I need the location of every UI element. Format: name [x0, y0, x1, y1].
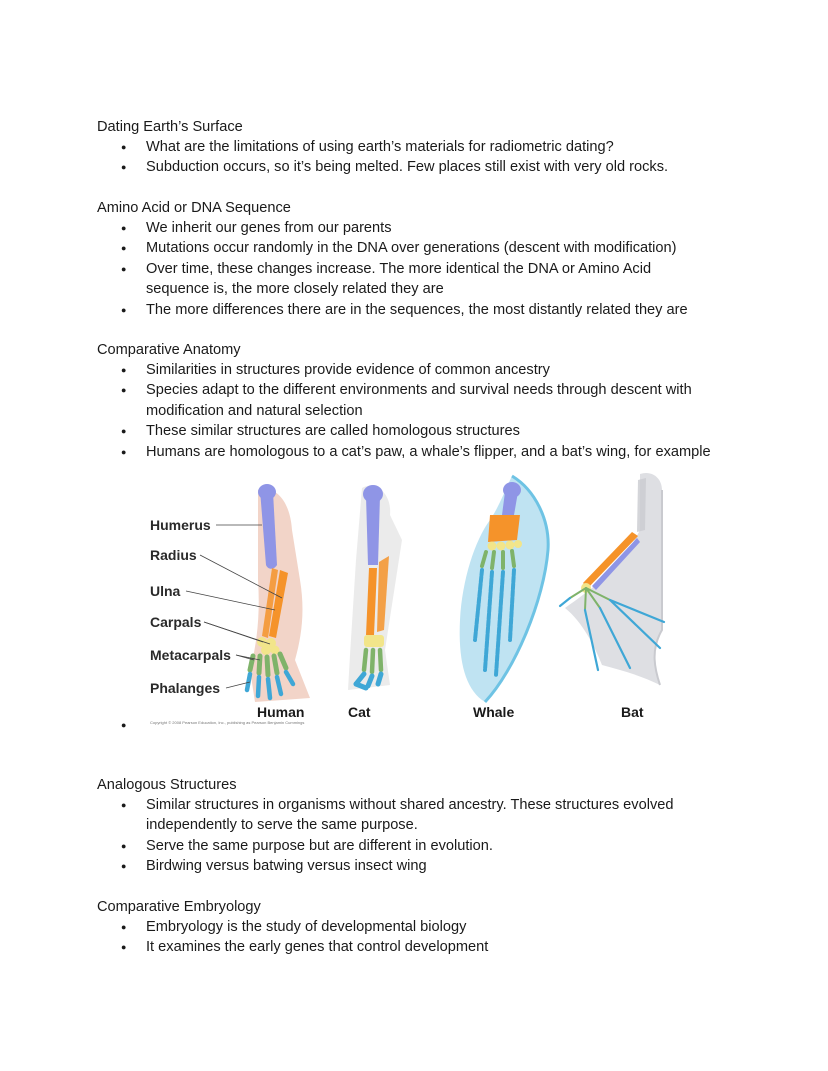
section-heading: Analogous Structures [97, 777, 237, 793]
forelimb-illustration: Humerus Radius Ulna Carpals Metacarpals … [150, 472, 666, 725]
humerus-bone [260, 486, 277, 569]
caption-whale: Whale [473, 704, 514, 720]
section-heading: Comparative Anatomy [97, 342, 241, 358]
figure-copyright: Copyright © 2008 Pearson Education, Inc.… [150, 720, 304, 725]
list-item: We inherit our genes from our parents [97, 218, 777, 239]
bullet-list: What are the limitations of using earth’… [97, 137, 777, 178]
list-item: The more differences there are in the se… [97, 300, 777, 321]
label-ulna: Ulna [150, 583, 181, 599]
list-item: Similarities in structures provide evide… [97, 360, 777, 381]
figure-bullet: ● [121, 720, 127, 730]
list-item: What are the limitations of using earth’… [97, 137, 777, 158]
cat-leg [348, 485, 402, 691]
list-item: Mutations occur randomly in the DNA over… [97, 238, 777, 259]
list-item: It examines the early genes that control… [97, 937, 777, 958]
bullet-list: We inherit our genes from our parents Mu… [97, 218, 777, 320]
label-radius: Radius [150, 547, 197, 563]
section-analogous-structures: Analogous Structures Similar structures … [97, 775, 777, 877]
list-item: These similar structures are called homo… [97, 421, 777, 442]
list-item: Similar structures in organisms without … [97, 795, 777, 836]
whale-carpals [487, 540, 522, 551]
label-humerus: Humerus [150, 517, 211, 533]
bat-wing [558, 472, 666, 686]
human-arm [244, 484, 310, 702]
section-heading: Dating Earth’s Surface [97, 119, 243, 135]
cat-humerus [366, 496, 380, 565]
bullet-list: Similar structures in organisms without … [97, 795, 777, 877]
list-item: Species adapt to the different environme… [97, 380, 777, 421]
list-item: Subduction occurs, so it’s being melted.… [97, 157, 777, 178]
radius-bone [269, 570, 288, 638]
homologous-structures-figure: Humerus Radius Ulna Carpals Metacarpals … [140, 470, 680, 732]
carpals [257, 637, 280, 655]
section-comparative-anatomy: Comparative Anatomy Similarities in stru… [97, 340, 777, 462]
caption-bat: Bat [621, 704, 644, 720]
whale-radius-ulna [488, 515, 520, 542]
bat-humerus [592, 538, 640, 590]
bullet-list: Similarities in structures provide evide… [97, 360, 777, 462]
cat-carpals [364, 635, 384, 647]
section-comparative-embryology: Comparative Embryology Embryology is the… [97, 897, 777, 958]
caption-human: Human [257, 704, 304, 720]
section-heading: Comparative Embryology [97, 899, 261, 915]
label-carpals: Carpals [150, 614, 202, 630]
list-item: Embryology is the study of developmental… [97, 917, 777, 938]
label-metacarpals: Metacarpals [150, 647, 231, 663]
list-item: Serve the same purpose but are different… [97, 836, 777, 857]
ulna-bone [262, 568, 278, 638]
section-amino-acid-dna: Amino Acid or DNA Sequence We inherit ou… [97, 198, 777, 320]
section-dating-earths-surface: Dating Earth’s Surface What are the limi… [97, 117, 777, 178]
whale-flipper [459, 474, 550, 704]
whale-humerus [502, 492, 518, 515]
section-heading: Amino Acid or DNA Sequence [97, 200, 291, 216]
list-item: Birdwing versus batwing versus insect wi… [97, 856, 777, 877]
animal-captions: Human Cat Whale Bat [257, 704, 644, 720]
bat-radius [583, 532, 638, 588]
bone-labels: Humerus Radius Ulna Carpals Metacarpals … [150, 517, 231, 696]
bullet-list: Embryology is the study of developmental… [97, 917, 777, 958]
list-item: Over time, these changes increase. The m… [97, 259, 777, 300]
cat-radius-ulna [366, 568, 377, 635]
label-phalanges: Phalanges [150, 680, 220, 696]
caption-cat: Cat [348, 704, 371, 720]
list-item: Humans are homologous to a cat’s paw, a … [97, 442, 777, 463]
